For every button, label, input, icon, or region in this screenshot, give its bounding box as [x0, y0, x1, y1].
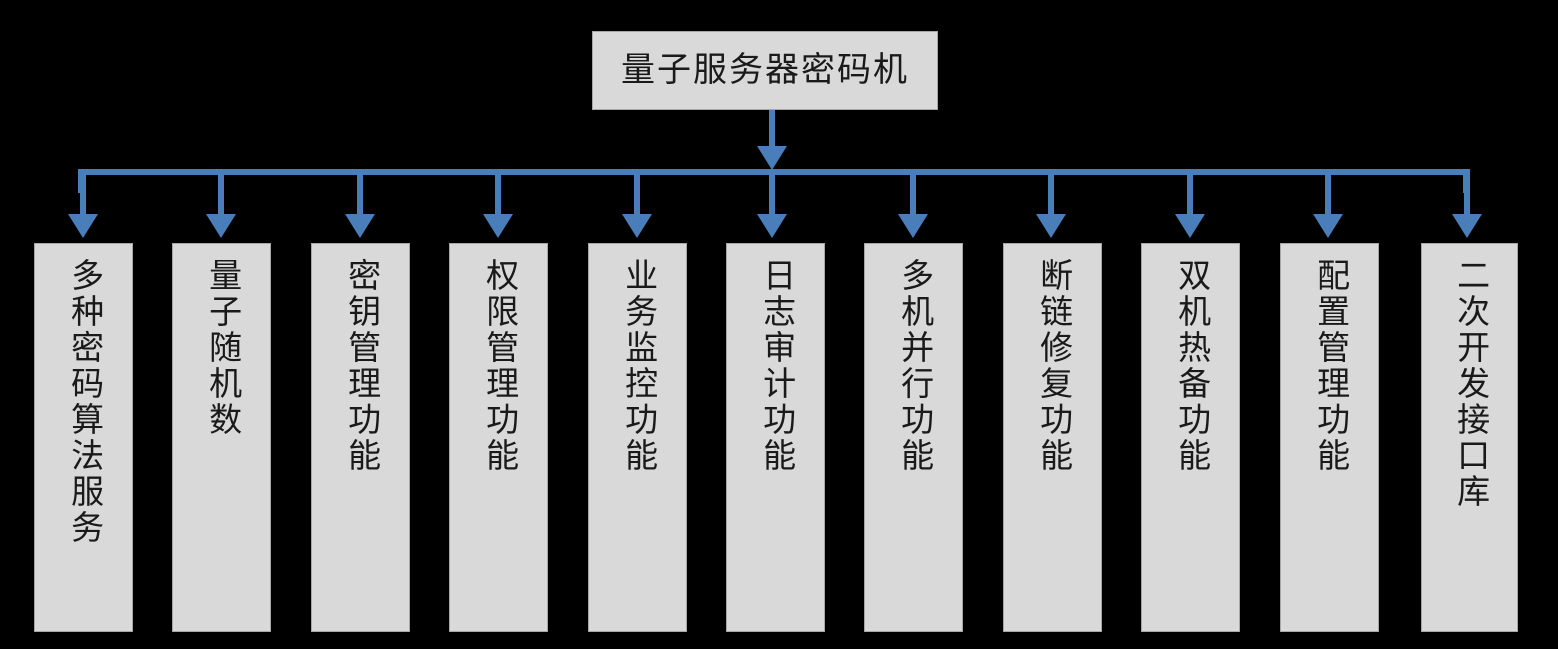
- child-node-label-8: 断链修复功能: [1034, 258, 1071, 474]
- root-connector-arrowhead: [757, 146, 787, 170]
- child-node-label-2: 量子随机数: [203, 258, 240, 438]
- branch-connector-stem-9: [1187, 175, 1193, 217]
- branch-connector-stem-10: [1325, 175, 1331, 217]
- child-node-label-6: 日志审计功能: [757, 258, 794, 474]
- child-node-5[interactable]: 业务监控功能: [588, 243, 687, 632]
- branch-connector-arrowhead-2: [206, 214, 236, 238]
- root-node-label: 量子服务器密码机: [621, 51, 909, 89]
- child-node-label-9: 双机热备功能: [1172, 258, 1209, 474]
- branch-connector-stem-2: [218, 175, 224, 217]
- branch-connector-stem-7: [910, 175, 916, 217]
- child-node-label-1: 多种密码算法服务: [65, 258, 102, 546]
- branch-connector-arrowhead-7: [898, 214, 928, 238]
- child-node-label-7: 多机并行功能: [895, 258, 932, 474]
- branch-connector-stem-5: [634, 175, 640, 217]
- branch-connector-stem-1: [80, 175, 86, 217]
- branch-connector-arrowhead-9: [1175, 214, 1205, 238]
- child-node-label-11: 二次开发接口库: [1451, 258, 1488, 510]
- bus-connector-line: [78, 169, 1470, 175]
- child-node-label-3: 密钥管理功能: [342, 258, 379, 474]
- child-node-label-10: 配置管理功能: [1311, 258, 1348, 474]
- child-node-11[interactable]: 二次开发接口库: [1421, 243, 1518, 632]
- branch-connector-stem-6: [769, 175, 775, 217]
- branch-connector-stem-3: [357, 175, 363, 217]
- child-node-7[interactable]: 多机并行功能: [864, 243, 963, 632]
- branch-connector-stem-11: [1464, 175, 1470, 217]
- branch-connector-arrowhead-10: [1313, 214, 1343, 238]
- child-node-9[interactable]: 双机热备功能: [1141, 243, 1240, 632]
- child-node-3[interactable]: 密钥管理功能: [311, 243, 410, 632]
- root-connector-stem: [769, 110, 775, 150]
- branch-connector-stem-4: [495, 175, 501, 217]
- branch-connector-arrowhead-3: [345, 214, 375, 238]
- child-node-6[interactable]: 日志审计功能: [726, 243, 825, 632]
- child-node-8[interactable]: 断链修复功能: [1003, 243, 1102, 632]
- child-node-label-5: 业务监控功能: [619, 258, 656, 474]
- child-node-1[interactable]: 多种密码算法服务: [34, 243, 133, 632]
- branch-connector-stem-8: [1048, 175, 1054, 217]
- branch-connector-arrowhead-8: [1036, 214, 1066, 238]
- child-node-4[interactable]: 权限管理功能: [449, 243, 548, 632]
- child-node-label-4: 权限管理功能: [480, 258, 517, 474]
- child-node-10[interactable]: 配置管理功能: [1280, 243, 1379, 632]
- child-node-2[interactable]: 量子随机数: [172, 243, 271, 632]
- branch-connector-arrowhead-1: [68, 214, 98, 238]
- root-node[interactable]: 量子服务器密码机: [592, 31, 938, 110]
- branch-connector-arrowhead-5: [622, 214, 652, 238]
- branch-connector-arrowhead-6: [757, 214, 787, 238]
- branch-connector-arrowhead-11: [1452, 214, 1482, 238]
- branch-connector-arrowhead-4: [483, 214, 513, 238]
